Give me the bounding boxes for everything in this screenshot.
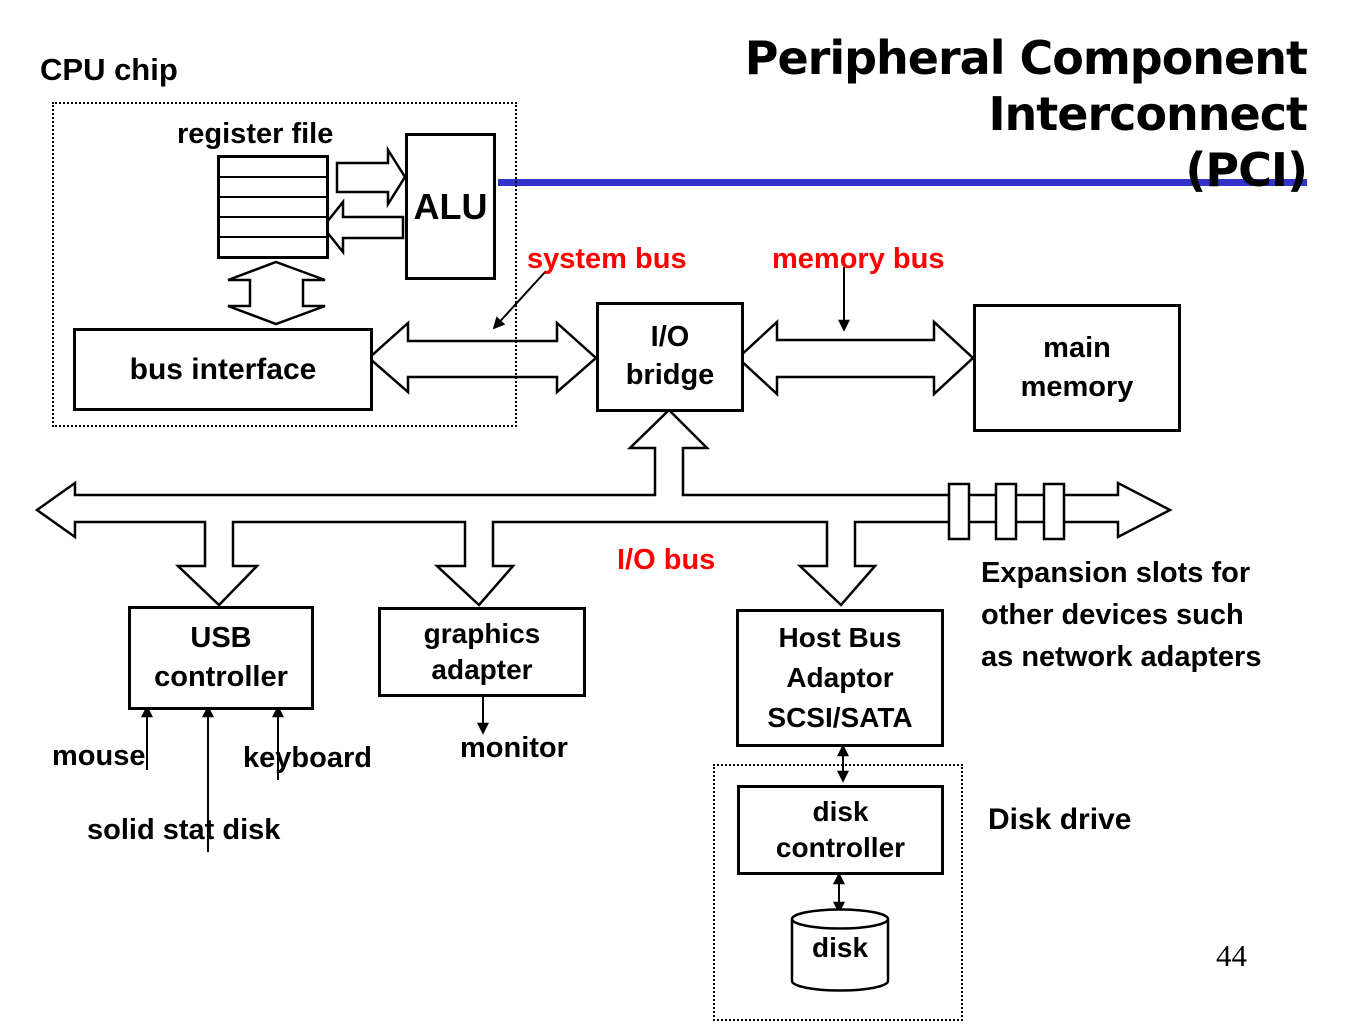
disk-controller-box: disk controller (737, 785, 944, 875)
regfile-to-alu-arrow-icon (335, 145, 407, 209)
system-bus-pointer-arrow (492, 270, 547, 330)
expansion-note: Expansion slots for other devices such a… (981, 552, 1261, 678)
main-memory-line1: main (1043, 331, 1111, 364)
page-number: 44 (1216, 938, 1247, 973)
mouse-label: mouse (52, 740, 146, 772)
main-memory-line2: memory (1020, 371, 1134, 403)
usb-controller-line1: USB (190, 621, 252, 654)
bus-interface-label: bus interface (129, 352, 317, 386)
alu-label: ALU (413, 185, 488, 227)
system-bus-arrow-icon (367, 320, 598, 395)
alu-to-regfile-arrow-icon (321, 198, 405, 256)
register-row (220, 176, 326, 196)
io-bus-label: I/O bus (617, 544, 716, 576)
disk-controller-line2: controller (775, 832, 906, 863)
slide-title-line2: (PCI) (1185, 143, 1308, 198)
expansion-note-line3: as network adapters (981, 641, 1262, 674)
regfile-businterface-double-arrow-icon (227, 260, 326, 326)
disk-drive-label: Disk drive (988, 803, 1132, 836)
io-bridge-line2: bridge (625, 359, 715, 391)
cpu-chip-label: CPU chip (40, 52, 178, 87)
keyboard-label: keyboard (243, 742, 372, 774)
memory-bus-arrow-icon (736, 319, 975, 397)
usb-controller-box: USB controller (128, 606, 314, 710)
usb-controller-line2: controller (154, 661, 288, 693)
io-bridge-line1: I/O (650, 321, 690, 354)
disk-cylinder-top-icon (790, 908, 890, 930)
expansion-note-line2: other devices such (981, 599, 1244, 632)
memory-bus-label: memory bus (772, 243, 945, 275)
disk-cylinder-icon (790, 919, 890, 992)
solid-state-disk-label: solid stat disk (87, 814, 281, 846)
slide-title-line1: Peripheral Component Interconnect (744, 31, 1308, 142)
monitor-label: monitor (460, 732, 568, 764)
disk-controller-line1: disk (812, 795, 869, 827)
graphics-adapter-box: graphics adapter (378, 607, 586, 697)
expansion-note-line1: Expansion slots for (981, 557, 1251, 589)
expansion-slot-icon (947, 482, 971, 541)
graphics-adapter-line1: graphics (423, 617, 541, 649)
host-bus-adaptor-line1: Host Bus (778, 622, 902, 654)
io-bus-arrow-icon (34, 408, 1173, 607)
register-file-label: register file (177, 118, 334, 150)
host-bus-adaptor-box: Host Bus Adaptor SCSI/SATA (736, 609, 944, 747)
disk-label: disk (811, 932, 869, 963)
host-bus-adaptor-line3: SCSI/SATA (767, 701, 913, 733)
host-bus-adaptor-line2: Adaptor (786, 662, 894, 694)
register-row (220, 158, 326, 176)
main-memory-box: main memory (973, 304, 1181, 432)
register-file-stack (217, 155, 329, 259)
io-bridge-box: I/O bridge (596, 302, 744, 412)
expansion-slot-icon (1042, 482, 1066, 541)
title-divider-line (498, 179, 1307, 186)
alu-box: ALU (405, 133, 496, 280)
register-row (220, 196, 326, 216)
register-row (220, 236, 326, 256)
bus-interface-box: bus interface (73, 328, 373, 411)
register-row (220, 216, 326, 236)
graphics-adapter-line2: adapter (431, 654, 533, 685)
slide-title: Peripheral Component Interconnect (PCI) (447, 30, 1308, 198)
system-bus-label: system bus (527, 243, 687, 275)
expansion-slot-icon (994, 482, 1018, 541)
